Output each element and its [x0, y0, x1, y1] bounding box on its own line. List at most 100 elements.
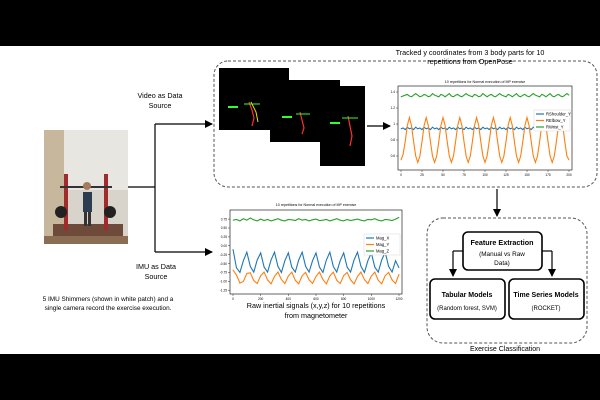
magnetometer-point-Mag_Z-41 [374, 218, 376, 220]
video-frames [219, 68, 365, 166]
classification-title: Exercise Classification [470, 346, 540, 353]
magnetometer-point-Mag_Z-25 [319, 220, 320, 221]
magnetometer-point-Mag_Z-13 [277, 218, 279, 220]
magnetometer-point-Mag_Y-46 [391, 279, 393, 281]
openpose-legend-box [533, 109, 571, 132]
openpose-point-RShoulder_Y-34 [472, 129, 473, 130]
openpose-point-RShoulder_Y-63 [532, 126, 534, 128]
magnetometer-point-Mag_Y-39 [367, 283, 369, 284]
bottom-black-band [0, 354, 600, 400]
video-source-line2: Source [149, 101, 172, 110]
magnetometer-point-Mag_Y-26 [322, 279, 324, 280]
openpose-point-RElbow_Y-71 [549, 155, 551, 157]
magnetometer-point-Mag_X-34 [350, 271, 351, 273]
openpose-point-RWrist_Y-35 [474, 94, 475, 95]
openpose-point-RShoulder_Y-57 [520, 127, 522, 129]
openpose-point-RWrist_Y-79 [566, 93, 568, 94]
openpose-point-RShoulder_Y-8 [417, 128, 419, 130]
openpose-point-RShoulder_Y-12 [425, 128, 427, 130]
openpose-point-RWrist_Y-59 [524, 94, 526, 95]
magnetometer-point-Mag_X-4 [246, 251, 248, 253]
magnetometer-point-Mag_X-21 [305, 266, 306, 267]
openpose-point-RShoulder_Y-22 [446, 129, 448, 130]
magnetometer-point-Mag_Y-20 [301, 275, 303, 276]
magnetometer-legend-box [363, 233, 401, 256]
openpose-point-RElbow_Y-55 [516, 155, 517, 157]
openpose-point-RElbow_Y-37 [478, 125, 480, 126]
openpose-point-RElbow_Y-14 [430, 141, 431, 142]
magnetometer-legend-label-Mag_Z: Mag_Z [376, 249, 389, 254]
openpose-point-RWrist_Y-44 [493, 95, 494, 97]
openpose-point-RShoulder_Y-39 [482, 126, 484, 128]
magnetometer-point-Mag_Y-8 [260, 275, 262, 276]
openpose-point-RWrist_Y-28 [459, 95, 461, 97]
magnetometer-point-Mag_Z-18 [294, 220, 296, 221]
openpose-point-RWrist_Y-67 [541, 94, 543, 95]
tabular-models-title: Tabular Models [442, 292, 493, 299]
magnetometer-point-Mag_Y-21 [305, 272, 306, 273]
openpose-point-RElbow_Y-25 [453, 155, 454, 157]
magnetometer-ytick-label-5: 0.00 [221, 244, 227, 248]
magnetometer-point-Mag_Y-11 [270, 283, 272, 285]
openpose-point-RShoulder_Y-10 [421, 129, 423, 130]
openpose-xtick-label-4: 100 [482, 173, 488, 177]
openpose-point-RElbow_Y-43 [490, 125, 492, 126]
magnetometer-point-Mag_X-2 [239, 272, 241, 273]
openpose-point-RWrist_Y-4 [409, 95, 410, 97]
openpose-point-RWrist_Y-7 [415, 93, 417, 94]
openpose-point-RShoulder_Y-52 [509, 128, 511, 130]
magnetometer-ytick-label-0: -1.25 [220, 288, 227, 292]
magnetometer-point-Mag_Z-26 [322, 219, 324, 221]
magnetometer-point-Mag_X-47 [395, 260, 396, 262]
magnetometer-point-Mag_Z-17 [291, 219, 293, 221]
openpose-point-RShoulder_Y-0 [400, 128, 402, 130]
openpose-point-RElbow_Y-46 [497, 141, 498, 142]
imu-source-line1: IMU as Data [136, 262, 176, 271]
magnetometer-point-Mag_Z-37 [360, 219, 362, 221]
magnetometer-point-Mag_X-11 [270, 259, 272, 261]
magnetometer-point-Mag_Z-32 [343, 220, 345, 222]
magnetometer-point-Mag_Z-46 [391, 220, 393, 221]
feature-extraction-title: Feature Extraction [470, 238, 533, 247]
magnetometer-point-Mag_Z-28 [329, 220, 331, 222]
magnetometer-point-Mag_Z-6 [253, 219, 255, 221]
magnetometer-point-Mag_X-48 [398, 267, 400, 269]
openpose-point-RShoulder_Y-15 [432, 126, 433, 128]
magnetometer-point-Mag_Y-18 [294, 279, 296, 281]
openpose-point-RShoulder_Y-31 [465, 126, 467, 128]
openpose-point-RShoulder_Y-30 [463, 129, 465, 130]
magnetometer-point-Mag_Z-7 [256, 220, 258, 222]
openpose-point-RElbow_Y-10 [421, 141, 423, 142]
openpose-point-RWrist_Y-9 [419, 96, 421, 98]
top-black-band [0, 0, 600, 46]
time-series-models-box [508, 278, 585, 320]
diagram-svg: 10 repetitions for Normal execution of M… [43, 48, 598, 353]
openpose-point-RWrist_Y-77 [562, 96, 564, 98]
openpose-point-RWrist_Y-34 [472, 96, 473, 98]
openpose-xtick-label-0: 0 [400, 173, 402, 177]
openpose-point-RElbow_Y-66 [539, 141, 540, 142]
magnetometer-point-Mag_X-19 [298, 259, 300, 261]
openpose-point-RShoulder_Y-9 [419, 127, 421, 129]
magnetometer-point-Mag_Y-17 [291, 271, 293, 273]
openpose-point-RWrist_Y-60 [526, 95, 528, 97]
openpose-point-RWrist_Y-33 [469, 95, 471, 97]
magnetometer-point-Mag_X-33 [346, 266, 348, 268]
magnetometer-point-Mag_Z-3 [243, 218, 244, 220]
openpose-point-RElbow_Y-56 [518, 162, 519, 163]
magnetometer-point-Mag_X-32 [343, 252, 345, 254]
magnetometer-point-Mag_X-14 [281, 272, 282, 273]
magnetometer-point-Mag_X-24 [315, 252, 317, 254]
magnetometer-point-Mag_X-43 [381, 259, 383, 261]
openpose-point-RShoulder_Y-26 [455, 129, 456, 130]
openpose-point-RElbow_Y-44 [493, 117, 494, 118]
feature-extraction-sub2: Data) [494, 260, 510, 267]
openpose-point-RShoulder_Y-47 [499, 126, 501, 128]
magnetometer-ytick-label-1: -1.00 [220, 280, 227, 284]
magnetometer-point-Mag_Y-48 [398, 273, 400, 275]
magnetometer-point-Mag_X-30 [336, 271, 338, 273]
openpose-xtick-label-8: 200 [566, 173, 572, 177]
openpose-point-RWrist_Y-57 [520, 96, 522, 98]
magnetometer-point-Mag_Y-10 [267, 279, 268, 281]
openpose-point-RWrist_Y-53 [511, 96, 513, 98]
